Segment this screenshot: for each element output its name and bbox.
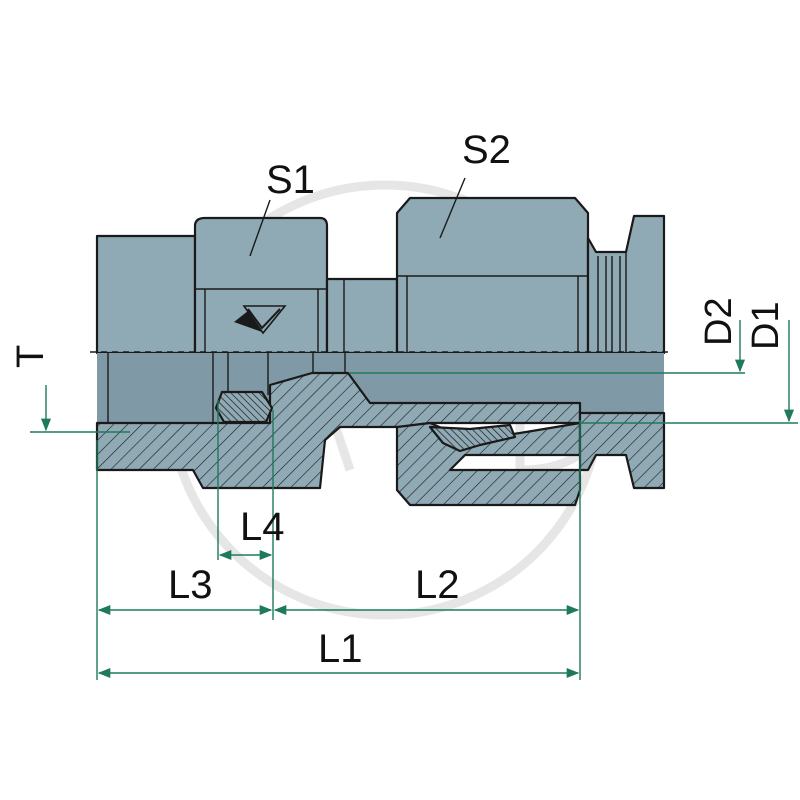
s2-leader — [439, 177, 466, 239]
s1-hex-nut — [193, 216, 329, 355]
cutting-ring-section — [428, 423, 517, 453]
neck-section — [325, 277, 399, 355]
dimension-lines — [30, 320, 798, 680]
s1-label: S1 — [266, 158, 315, 202]
sealing-ring-section — [214, 390, 274, 424]
s1-leader — [249, 199, 271, 257]
l3-label: L3 — [168, 563, 213, 607]
pipe-section — [578, 411, 666, 490]
d1-label: D1 — [745, 301, 787, 350]
l4-label: L4 — [240, 505, 285, 549]
l1-label: L1 — [318, 627, 363, 671]
fitting-exterior — [95, 196, 666, 355]
left-body — [95, 234, 197, 355]
d2-label: D2 — [698, 297, 740, 346]
v-thread-icon — [234, 305, 287, 335]
l2-label: L2 — [415, 563, 460, 607]
s2-label: S2 — [462, 128, 511, 172]
t-label: T — [10, 345, 52, 368]
